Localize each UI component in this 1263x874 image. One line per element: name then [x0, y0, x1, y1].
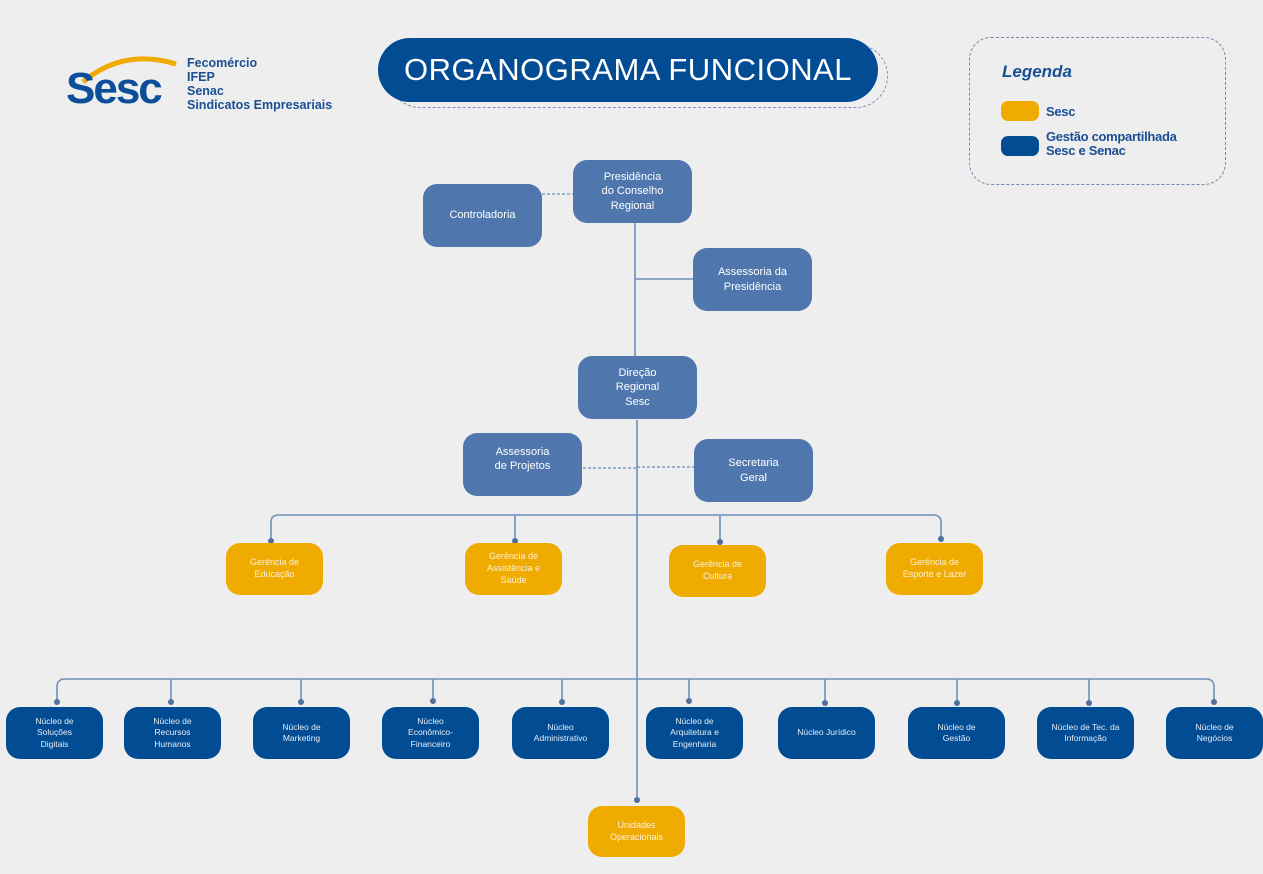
box-gerencia-cultura: Gerência de Cultura: [669, 545, 766, 597]
box-presidencia: Presidência do Conselho Regional: [573, 160, 692, 223]
box-gerencia-assistencia-saude: Gerência de Assistência e Saúde: [465, 543, 562, 595]
box-gerencia-esporte-lazer: Gerência de Esporte e Lazer: [886, 543, 983, 595]
logo-affiliate: Fecomércio: [187, 56, 258, 70]
legend-swatch-sesc: [1001, 101, 1039, 121]
legend-swatch-shared: [1001, 136, 1039, 156]
box-nucleo-juridico: Núcleo Jurídico: [778, 707, 875, 759]
box-direcao-regional: Direção Regional Sesc: [578, 356, 697, 419]
box-nucleo-economico-financeiro: Núcleo Econômico- Financeiro: [382, 707, 479, 759]
box-nucleo-recursos-humanos: Núcleo de Recursos Humanos: [124, 707, 221, 759]
connector-nucleos-bar: [56, 678, 1215, 703]
legend-label-sesc: Sesc: [1046, 104, 1076, 119]
box-nucleo-marketing: Núcleo de Marketing: [253, 707, 350, 759]
legend-label-shared: Gestão compartilhada Sesc e Senac: [1046, 129, 1177, 158]
legend-title: Legenda: [1002, 62, 1072, 81]
box-nucleo-gestao: Núcleo de Gestão: [908, 707, 1005, 759]
box-nucleo-solucoes-digitais: Núcleo de Soluções Digitais: [6, 707, 103, 759]
logo-affiliate: Senac: [187, 84, 224, 98]
page-title: ORGANOGRAMA FUNCIONAL: [378, 38, 878, 102]
box-controladoria: Controladoria: [423, 184, 542, 247]
box-assessoria-projetos: Assessoria de Projetos: [463, 433, 582, 496]
logo-affiliates: Fecomércio IFEP Senac Sindicatos Empresa…: [187, 56, 332, 112]
box-nucleo-arquitetura-engenharia: Núcleo de Arquitetura e Engenharia: [646, 707, 743, 759]
box-secretaria-geral: Secretaria Geral: [694, 439, 813, 502]
logo-affiliate: Sindicatos Empresariais: [187, 98, 333, 112]
box-gerencia-educacao: Gerência de Educação: [226, 543, 323, 595]
box-nucleo-negocios: Núcleo de Negócios: [1166, 707, 1263, 759]
logo-affiliate: IFEP: [187, 70, 215, 84]
connector-gerencias-bar: [270, 514, 942, 540]
logo-swoosh-icon: [81, 56, 177, 84]
box-unidades-operacionais: Unidades Operacionais: [588, 806, 685, 857]
logo-brand: Sesc: [66, 64, 163, 113]
box-nucleo-administrativo: Núcleo Administrativo: [512, 707, 609, 759]
box-nucleo-tec-informacao: Núcleo de Tec. da Informação: [1037, 707, 1134, 759]
box-assessoria-presidencia: Assessoria da Presidência: [693, 248, 812, 311]
legend: Legenda Sesc Gestão compartilhada Sesc e…: [969, 37, 1226, 185]
